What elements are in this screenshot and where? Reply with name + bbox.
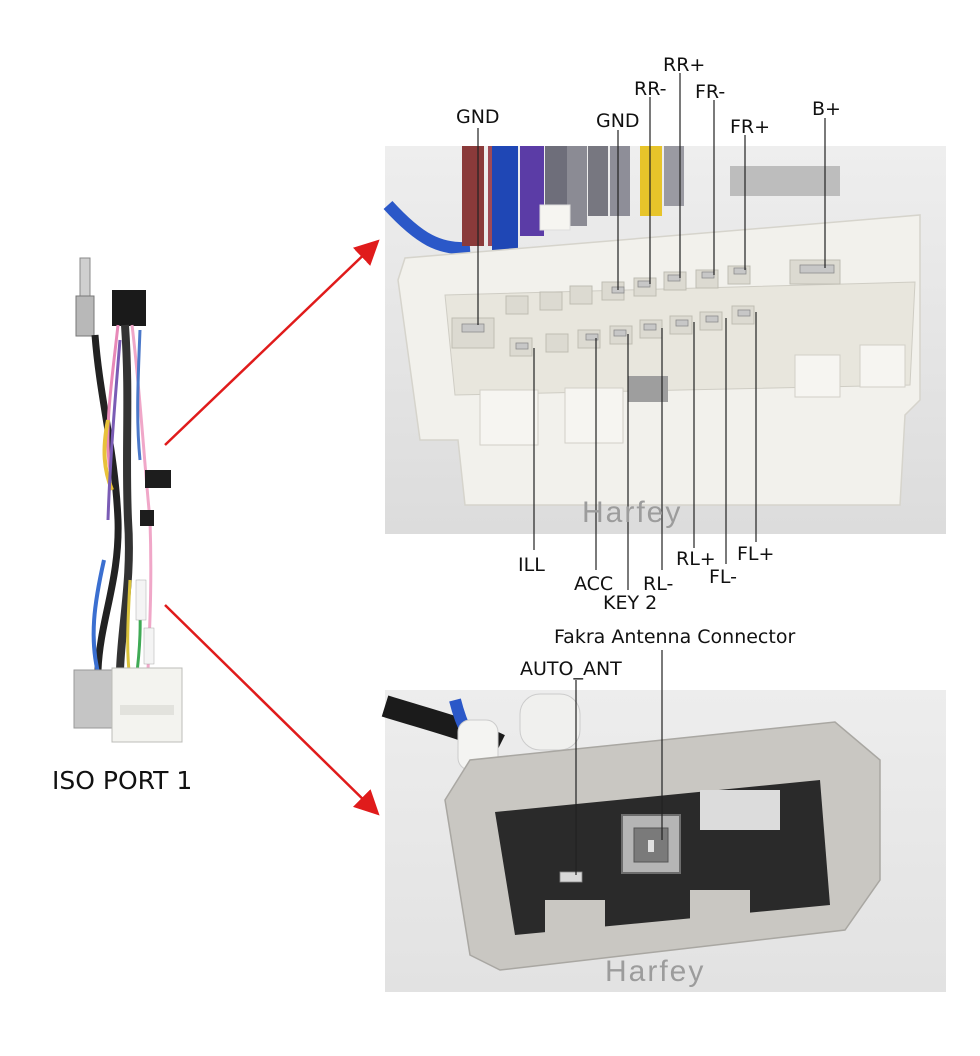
main-connector-leader-lines [477,73,826,590]
pin-label-rl-minus: RL- [643,573,674,595]
pin-label-acc: ACC [574,573,614,595]
watermark-bottom: Harfey [605,955,706,988]
pin-label-gnd-1: GND [456,106,500,128]
pin-label-key-2: KEY 2 [603,592,658,614]
antenna-connector-photo [381,690,946,992]
arrow-to-antenna-connector [164,604,380,816]
main-connector-photo [383,146,946,534]
auto-ant-label: AUTO_ANT [520,658,622,680]
antenna-connector-leader-lines [575,650,663,875]
pin-label-rr-minus: RR- [634,78,667,100]
pin-label-ill: ILL [518,554,545,576]
arrow-to-main-connector [164,239,380,446]
pin-label-rl-plus: RL+ [676,548,716,570]
pin-label-gnd-2: GND [596,110,640,132]
pin-label-fl-plus: FL+ [737,543,775,565]
watermark-top: Harfey [582,496,683,529]
iso-port-caption: ISO PORT 1 [52,766,193,795]
pin-label-rr-plus: RR+ [663,54,706,76]
pin-label-b-plus: B+ [812,98,841,120]
pin-label-fr-plus: FR+ [730,116,771,138]
wiring-harness-illustration [73,257,183,743]
pin-label-fl-minus: FL- [709,566,738,588]
fakra-antenna-connector-label: Fakra Antenna Connector [554,626,796,648]
pin-label-fr-minus: FR- [695,81,726,103]
